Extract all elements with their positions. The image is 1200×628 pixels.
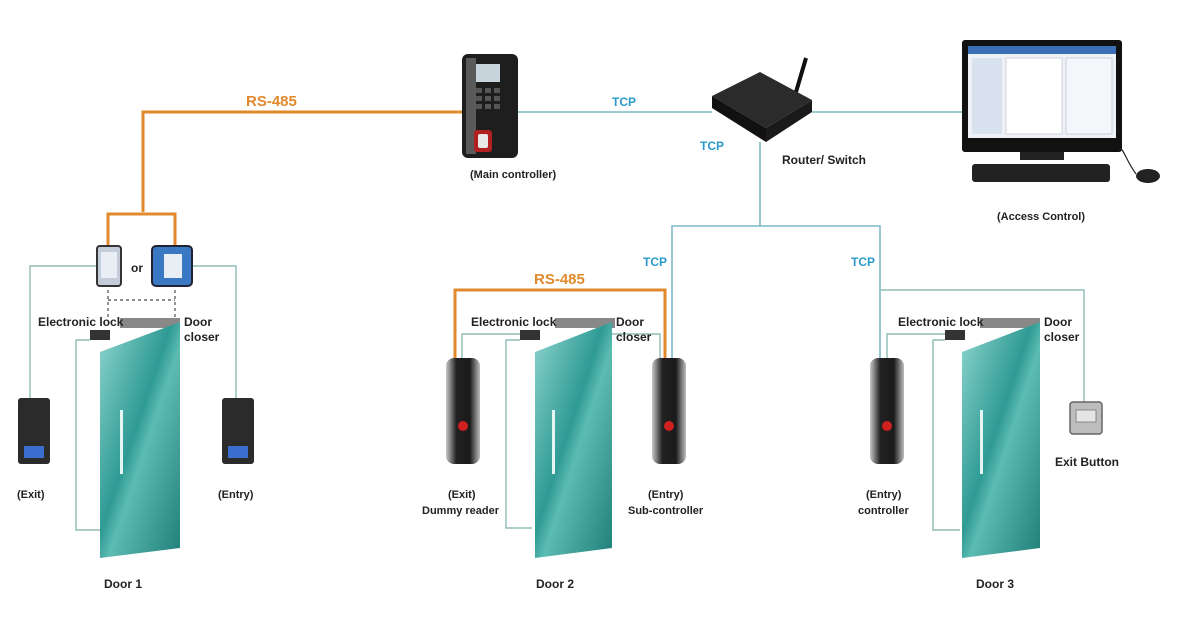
rs485-label-top: RS-485 bbox=[246, 93, 297, 110]
router-device bbox=[712, 57, 812, 142]
door2-door bbox=[520, 318, 615, 558]
door3-closer-label-1: Door bbox=[1044, 315, 1072, 329]
door2-title: Door 2 bbox=[536, 577, 574, 591]
door3-door bbox=[945, 318, 1040, 558]
door1-lock-label: Electronic lock bbox=[38, 315, 124, 329]
door3-closer-label-2: closer bbox=[1044, 330, 1080, 344]
door1-lock-modules bbox=[96, 245, 193, 287]
door3-title: Door 3 bbox=[976, 577, 1014, 591]
door1-wiring bbox=[29, 265, 237, 531]
door3-entry-label-1: (Entry) bbox=[866, 489, 902, 501]
door2-wiring bbox=[461, 333, 661, 529]
door1-title: Door 1 bbox=[104, 577, 142, 591]
tcp-label-door3: TCP bbox=[851, 255, 875, 269]
door2-sub-controller bbox=[652, 358, 686, 464]
door2-entry-label-1: (Entry) bbox=[648, 489, 684, 501]
door2-exit-label-1: (Exit) bbox=[448, 489, 476, 501]
door3-exit-button-device bbox=[1069, 401, 1103, 435]
exit-button-label: Exit Button bbox=[1055, 455, 1119, 469]
or-label: or bbox=[131, 261, 143, 275]
tcp-lines bbox=[518, 111, 962, 358]
router-label: Router/ Switch bbox=[782, 153, 866, 167]
door2-entry-label-2: Sub-controller bbox=[628, 505, 704, 517]
door1-exit-label: (Exit) bbox=[17, 489, 45, 501]
main-controller-label: (Main controller) bbox=[470, 169, 557, 181]
tcp-label-top: TCP bbox=[612, 95, 636, 109]
door2-exit-label-2: Dummy reader bbox=[422, 505, 500, 517]
door1-entry-label: (Entry) bbox=[218, 489, 254, 501]
rs485-line-door2 bbox=[453, 288, 667, 358]
door3-entry-label-2: controller bbox=[858, 505, 909, 517]
door1-closer-label-2: closer bbox=[184, 330, 220, 344]
door1-exit-reader bbox=[18, 398, 50, 464]
door1-entry-reader bbox=[222, 398, 254, 464]
door2-closer-label-1: Door bbox=[616, 315, 644, 329]
main-controller-device bbox=[462, 54, 518, 158]
door2-dummy-reader bbox=[446, 358, 480, 464]
tcp-label-door2: TCP bbox=[643, 255, 667, 269]
access-control-label: (Access Control) bbox=[997, 211, 1085, 223]
tcp-label-router: TCP bbox=[700, 139, 724, 153]
door1-door bbox=[90, 318, 180, 558]
door2-closer-label-2: closer bbox=[616, 330, 652, 344]
access-control-computer bbox=[962, 40, 1160, 183]
rs485-line-top bbox=[106, 110, 462, 246]
door3-lock-label: Electronic lock bbox=[898, 315, 984, 329]
door2-lock-label: Electronic lock bbox=[471, 315, 557, 329]
rs485-label-door2: RS-485 bbox=[534, 271, 585, 288]
door3-wiring bbox=[880, 289, 1085, 531]
door1-closer-label-1: Door bbox=[184, 315, 212, 329]
door3-controller bbox=[870, 358, 904, 464]
